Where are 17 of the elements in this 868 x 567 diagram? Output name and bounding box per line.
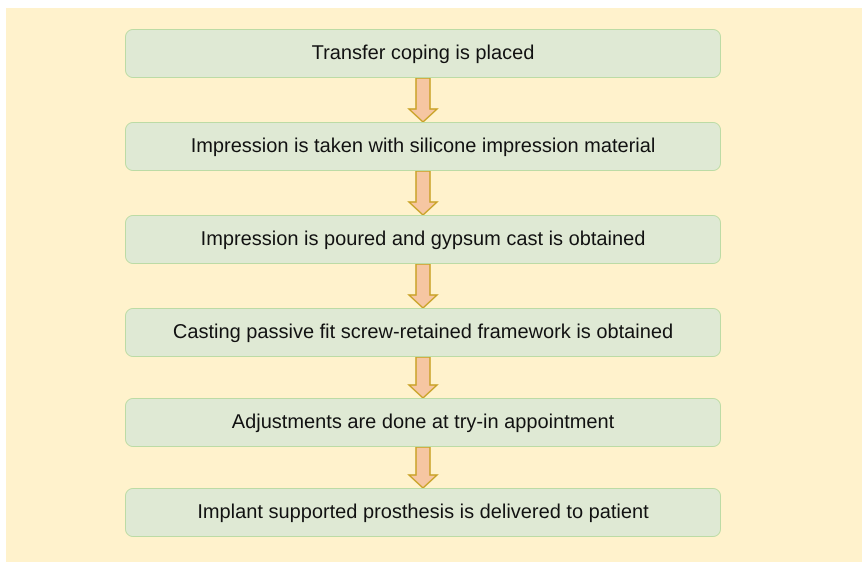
step-text: Adjustments are done at try-in appointment (232, 411, 614, 434)
block-arrow (407, 356, 439, 400)
step-text: Impression is taken with silicone impression material (190, 135, 656, 158)
process-box (125, 488, 721, 537)
process-box (125, 308, 721, 357)
process-box (125, 398, 721, 447)
step-text: Impression is poured and gypsum cast is obtained (200, 228, 646, 251)
block-arrow (407, 263, 439, 310)
step-text: Transfer coping is placed (312, 42, 534, 65)
process-box (125, 29, 721, 78)
process-box (125, 122, 721, 171)
step-text: Implant supported prosthesis is delivered to patient (197, 501, 649, 524)
block-arrow (407, 170, 439, 216)
process-box (125, 215, 721, 264)
step-text: Casting passive fit screw-retained framework is obtained (172, 321, 674, 344)
block-arrow (407, 77, 439, 124)
block-arrow (407, 446, 439, 490)
